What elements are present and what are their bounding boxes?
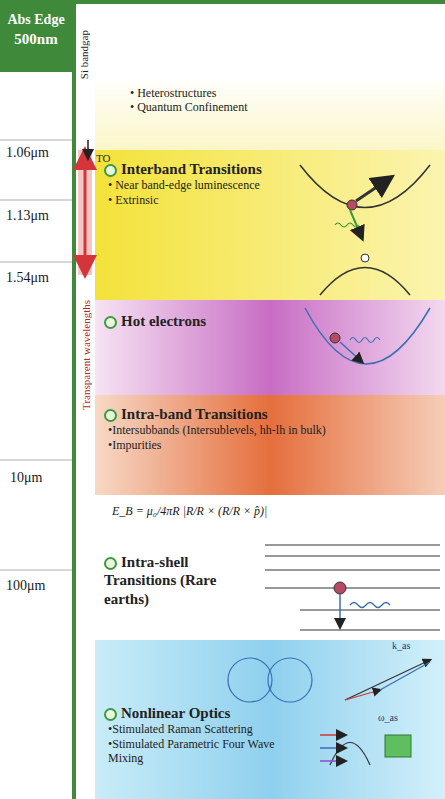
- bullet-circle: [104, 164, 117, 177]
- band-region: Abs Edge 500nm: [2, 4, 70, 70]
- band-heading: Hot electrons: [121, 313, 206, 329]
- bullet-item: • Heterostructures: [130, 86, 314, 100]
- band-region: • Heterostructures• Quantum Confinement: [120, 82, 320, 146]
- bullet-item: • Extrinsic: [108, 193, 292, 207]
- heading-row: Intra-shell Transitions (Rare earths): [104, 553, 252, 608]
- band-heading: Interband Transitions: [121, 161, 262, 177]
- wavelength-label: 500nm: [6, 31, 66, 48]
- heading-row: Interband Transitions: [104, 160, 292, 178]
- wavelength-label: 100μm: [6, 578, 45, 594]
- bullet-circle: [104, 316, 117, 329]
- wavelength-label: 1.13μm: [6, 208, 49, 224]
- band-region: Nonlinear Optics•Stimulated Raman Scatte…: [98, 700, 313, 796]
- band-region: Intra-shell Transitions (Rare earths): [98, 545, 258, 637]
- bullet-item: •Stimulated Raman Scattering: [108, 722, 307, 736]
- wavelength-label: Abs Edge: [6, 12, 66, 28]
- wavelength-label: 10μm: [10, 470, 42, 486]
- bullet-item: •Intersubbands (Intersublevels, hh-lh in…: [108, 423, 432, 437]
- bullet-circle: [104, 708, 117, 721]
- annotation: k_as: [392, 640, 410, 651]
- heading-row: Hot electrons: [104, 312, 292, 330]
- heading-row: Intra-band Transitions: [104, 405, 432, 423]
- band-region: Hot electrons: [98, 302, 298, 392]
- wavelength-label: 1.06μm: [6, 145, 49, 161]
- band-region: Interband Transitions• Near band-edge lu…: [98, 152, 298, 298]
- wavelength-label: 1.54μm: [6, 270, 49, 286]
- bullet-circle: [104, 557, 117, 570]
- band-heading: Intra-band Transitions: [121, 406, 268, 422]
- bullet-item: •Stimulated Parametric Four Wave Mixing: [108, 737, 307, 766]
- formula: E_B = μ₀/4πR |R/R × (R/R × p̂)|: [110, 504, 269, 519]
- band-region: Intra-band Transitions•Intersubbands (In…: [98, 397, 438, 493]
- annotation: Transparent wavelengths: [80, 300, 92, 410]
- annotation: Si bandgap: [78, 30, 90, 79]
- bullet-item: •Impurities: [108, 438, 432, 452]
- annotation: ω_as: [378, 712, 398, 723]
- annotation: TO: [96, 152, 110, 164]
- bullet-item: • Quantum Confinement: [130, 100, 314, 114]
- heading-row: Nonlinear Optics: [104, 704, 307, 722]
- bullet-circle: [104, 409, 117, 422]
- bullet-item: • Near band-edge luminescence: [108, 178, 292, 192]
- band-heading: Nonlinear Optics: [121, 705, 230, 721]
- band-heading: Intra-shell Transitions (Rare earths): [104, 554, 216, 607]
